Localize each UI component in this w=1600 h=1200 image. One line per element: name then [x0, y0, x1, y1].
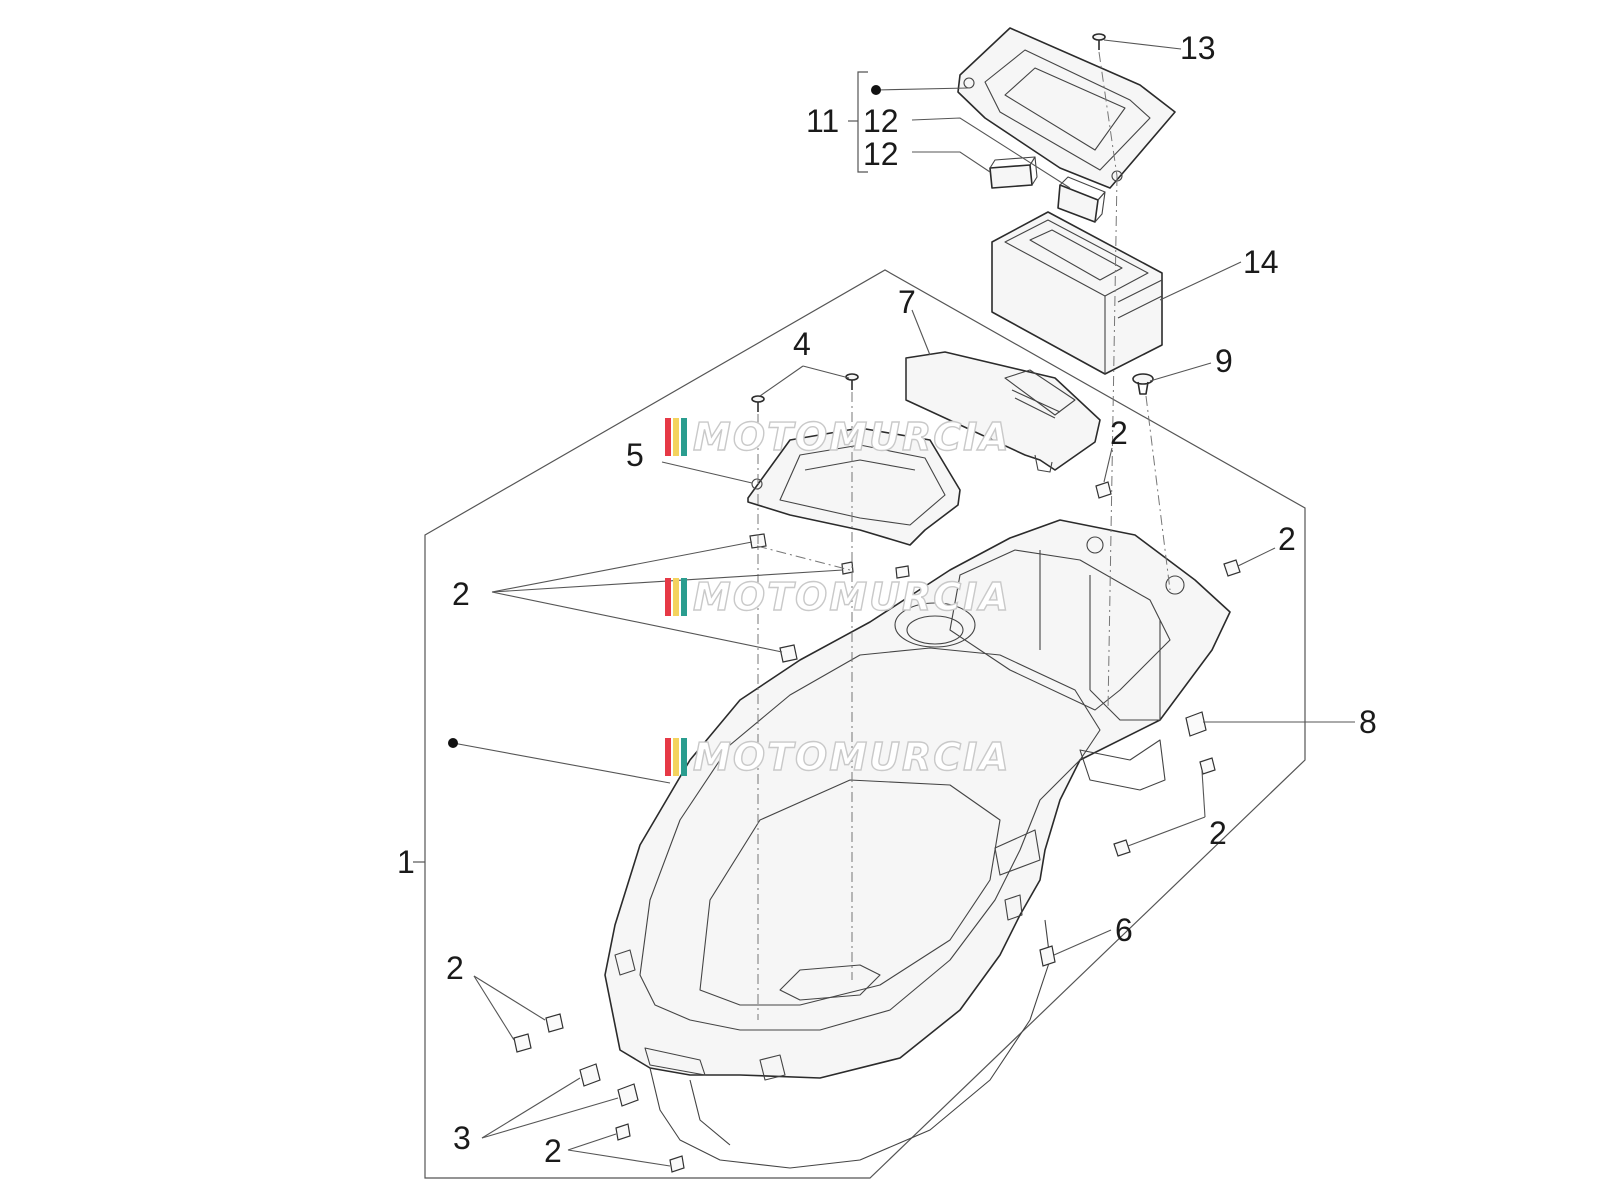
clip-3a [579, 1063, 601, 1087]
clip-2-right-2 [1113, 839, 1131, 857]
clip-8 [1185, 711, 1207, 737]
clip-2-right-1 [1199, 757, 1216, 775]
callout-12b: 12 [863, 136, 899, 172]
clip-2-bottom-1 [615, 1123, 631, 1141]
callout-8: 8 [1359, 704, 1377, 740]
callout-2-right-top: 2 [1278, 521, 1296, 557]
callout-12a: 12 [863, 103, 899, 139]
foam-pad-12a [989, 156, 1038, 189]
watermark-text: MOTOMURCIA [693, 415, 1011, 459]
callout-2-bottom: 2 [544, 1133, 562, 1169]
callout-6: 6 [1115, 912, 1133, 948]
clip-2-left-4 [895, 565, 910, 579]
liner-cover-5 [747, 427, 961, 546]
callout-1: 1 [397, 844, 415, 880]
screw-4a [751, 395, 765, 412]
clip-3b [617, 1083, 639, 1107]
callout-13: 13 [1180, 30, 1216, 66]
assembly-group-frame [424, 269, 1306, 1179]
clip-2-under-cover7 [1095, 481, 1112, 499]
callout-2-left: 2 [452, 576, 470, 612]
screw-4b [845, 373, 859, 390]
watermark-text: MOTOMURCIA [693, 735, 1011, 779]
clip-6 [1039, 945, 1056, 967]
callout-2-top: 2 [1110, 415, 1128, 451]
callout-14: 14 [1243, 244, 1279, 280]
clip-2-left-3 [779, 644, 798, 663]
watermark-middle: MOTOMURCIA [665, 574, 1011, 620]
storage-compartment-1 [604, 519, 1231, 1169]
assembly-axes [756, 51, 1171, 1020]
callout-5: 5 [626, 437, 644, 473]
callout-7: 7 [898, 284, 916, 320]
kit-11-bracket [857, 71, 868, 173]
callout-3: 3 [453, 1120, 471, 1156]
clip-2-bottom-2 [669, 1155, 685, 1173]
clip-2-right-top [1223, 559, 1241, 577]
battery-box-14 [991, 211, 1163, 375]
clip-2-left-2 [841, 561, 854, 575]
cover-plate-7 [905, 351, 1101, 473]
watermark-top: MOTOMURCIA [665, 414, 1011, 460]
callout-9: 9 [1215, 343, 1233, 379]
screw-13 [1092, 33, 1106, 50]
callout-2-bottom-left: 2 [446, 950, 464, 986]
foam-pad-12b [1057, 176, 1106, 223]
clip-2-bottom-left-1 [545, 1013, 564, 1033]
battery-cover-11 [957, 27, 1176, 189]
callout-4: 4 [793, 326, 811, 362]
pin-9 [1132, 373, 1154, 395]
callout-2-right-bottom: 2 [1209, 815, 1227, 851]
watermark-bottom: MOTOMURCIA [665, 734, 1011, 780]
watermark-text: MOTOMURCIA [693, 575, 1011, 619]
clip-2-bottom-left-2 [513, 1033, 532, 1053]
callout-11: 11 [806, 103, 839, 139]
